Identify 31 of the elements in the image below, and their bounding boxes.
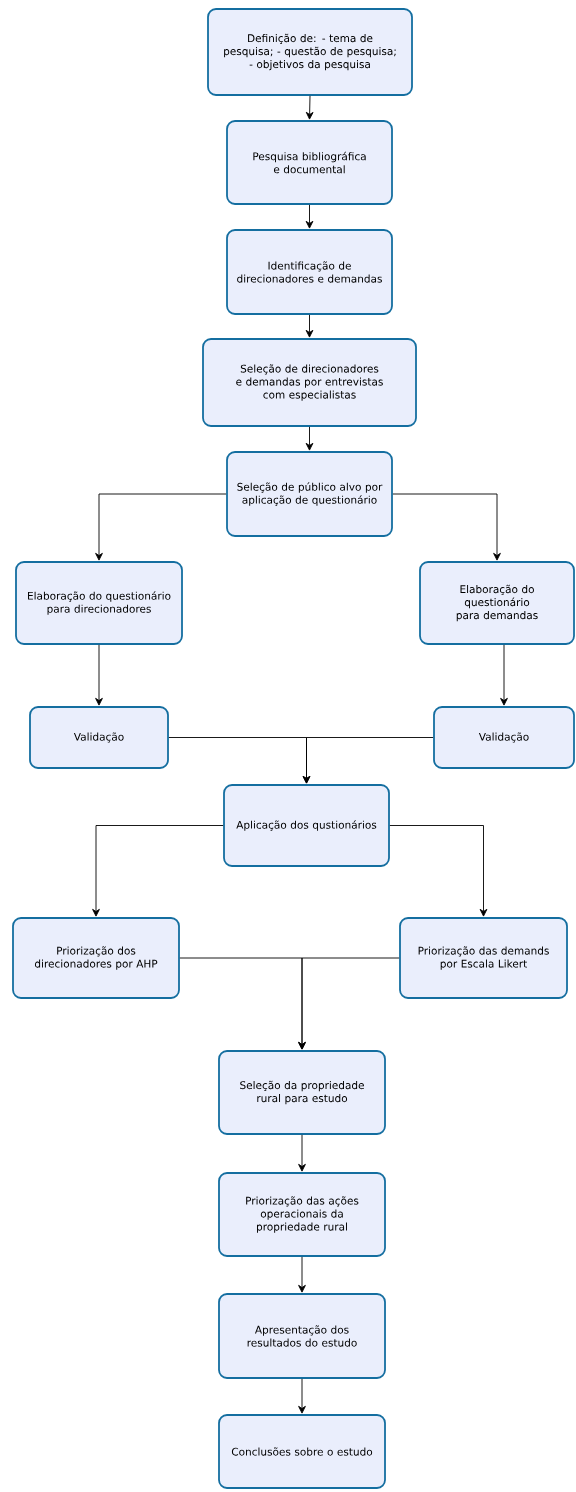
process-box: Identificação de direcionadores e demandas: [226, 229, 393, 315]
process-box: Pesquisa bibliográfica e documental: [226, 120, 393, 205]
process-box: Seleção de direcionadores e demandas por entrevistas com especialistas: [202, 338, 417, 427]
process-box: Validação: [433, 706, 575, 769]
process-box: Validação: [29, 706, 169, 769]
arrow: [298, 1378, 306, 1414]
arrow: [305, 204, 314, 229]
arrow: [500, 644, 508, 706]
arrow: [305, 95, 314, 120]
process-box: Seleção da propriedade rural para estudo: [218, 1050, 386, 1135]
arrow: [389, 825, 488, 917]
process-box: Elaboração do questionário para direcionadores: [15, 561, 183, 645]
arrow: [305, 426, 314, 451]
arrow: [302, 737, 434, 784]
process-box: Priorização dos direcionadores por AHP: [12, 917, 180, 999]
arrow: [92, 825, 224, 917]
process-box: Priorização das ações operacionais da propriedade rural: [218, 1172, 386, 1257]
process-box: Elaboração do questionário para demandas: [419, 561, 575, 645]
process-box: Definição de: - tema de pesquisa; - questão de pesquisa; - objetivos da pesquisa: [207, 8, 413, 96]
arrow: [95, 493, 227, 561]
process-box: Priorização das demands por Escala Likert: [399, 917, 568, 999]
process-box: Seleção de público alvo por aplicação de questionário: [226, 451, 393, 537]
process-box: Apresentação dos resultados do estudo: [218, 1293, 386, 1379]
arrow: [298, 1134, 306, 1172]
arrow: [95, 644, 103, 706]
arrow: [305, 314, 314, 338]
arrow: [298, 957, 400, 1050]
process-box: Aplicação dos qustionários: [223, 784, 390, 867]
arrow: [392, 493, 501, 561]
arrow: [298, 1256, 306, 1293]
process-box: Conclusões sobre o estudo: [218, 1414, 386, 1489]
